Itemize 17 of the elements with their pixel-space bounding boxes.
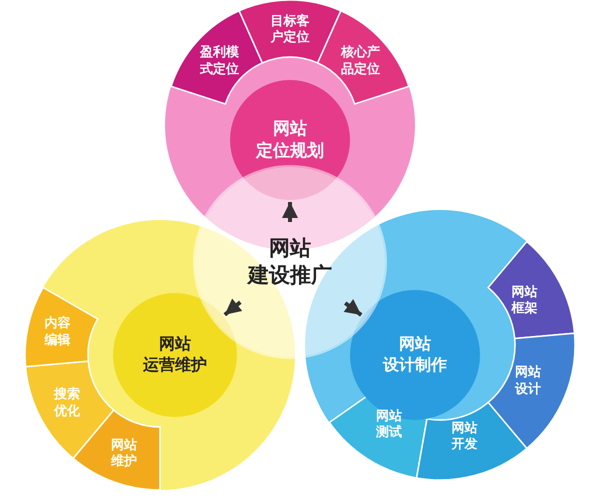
segment-label: 网站设计 — [514, 365, 542, 398]
segment-label: 盈利模式定位 — [199, 45, 240, 78]
segment-label: 核心产品定位 — [340, 45, 381, 78]
circle-title: 网站建设推广 — [248, 234, 332, 289]
segment-label: 目标客户定位 — [270, 14, 310, 46]
segment-label: 内容编辑 — [44, 316, 71, 349]
segment-label: 网站测试 — [375, 408, 402, 442]
arrow — [282, 202, 298, 222]
segment-label: 网站开发 — [451, 420, 478, 453]
circle-title: 网站运营维护 — [143, 334, 207, 376]
segment-label: 网站框架 — [510, 284, 538, 318]
circle-title: 网站定位规划 — [256, 118, 324, 162]
circle-title: 网站设计制作 — [383, 334, 447, 376]
segment-label: 搜索优化 — [53, 387, 80, 420]
segment-label: 网站维护 — [110, 437, 138, 470]
arrow — [224, 298, 242, 316]
arrow — [344, 299, 362, 317]
